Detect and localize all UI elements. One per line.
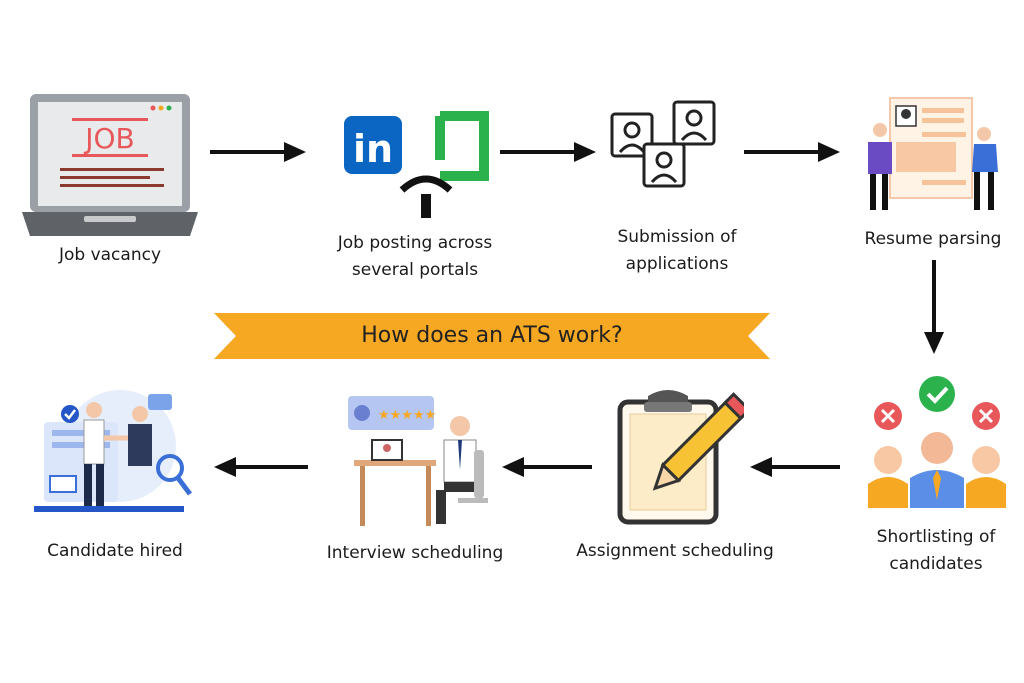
- resume-parsing-icon: [868, 97, 998, 210]
- arrow-right-icon: [744, 142, 840, 162]
- interview-icon: ★★★★★: [348, 396, 488, 526]
- shortlisting-icon: [868, 376, 1006, 508]
- avatar-icon: [354, 405, 370, 421]
- label-job-vacancy: Job vacancy: [58, 245, 162, 265]
- label-submission: Submission of applications: [617, 227, 737, 274]
- applications-icon: [610, 100, 716, 188]
- mail-icon: [49, 475, 77, 493]
- linkedin-icon: [344, 116, 402, 174]
- arrow-right-icon: [210, 142, 306, 162]
- magnifier-icon: [156, 454, 184, 482]
- arrow-right-icon: [500, 142, 596, 162]
- clipboard-pencil-icon: [617, 390, 744, 525]
- label-resume-parsing: Resume parsing: [864, 229, 1002, 249]
- title-banner: [214, 313, 770, 359]
- diagram-title: How does an ATS work?: [361, 323, 623, 348]
- check-icon: [919, 376, 955, 412]
- check-icon: [61, 405, 79, 423]
- job-sign: JOB: [83, 122, 135, 155]
- job-portals-icon: in: [344, 111, 489, 218]
- arrow-down-icon: [924, 260, 944, 354]
- arrow-left-icon: [214, 457, 308, 477]
- arrow-left-icon: [750, 457, 840, 477]
- label-job-posting: Job posting across several portals: [337, 233, 493, 280]
- portal-logo-icon: [440, 111, 489, 181]
- rating-stars-icon: ★★★★★: [378, 408, 436, 423]
- laptop-job-icon: JOB: [22, 94, 198, 236]
- svg-text:in: in: [353, 127, 393, 171]
- label-shortlisting: Shortlisting of candidates: [876, 527, 996, 574]
- label-candidate-hired: Candidate hired: [47, 541, 183, 561]
- label-interview: Interview scheduling: [326, 543, 504, 563]
- arrow-left-icon: [502, 457, 592, 477]
- label-assignment: Assignment scheduling: [576, 541, 774, 561]
- candidate-hired-icon: [34, 390, 192, 512]
